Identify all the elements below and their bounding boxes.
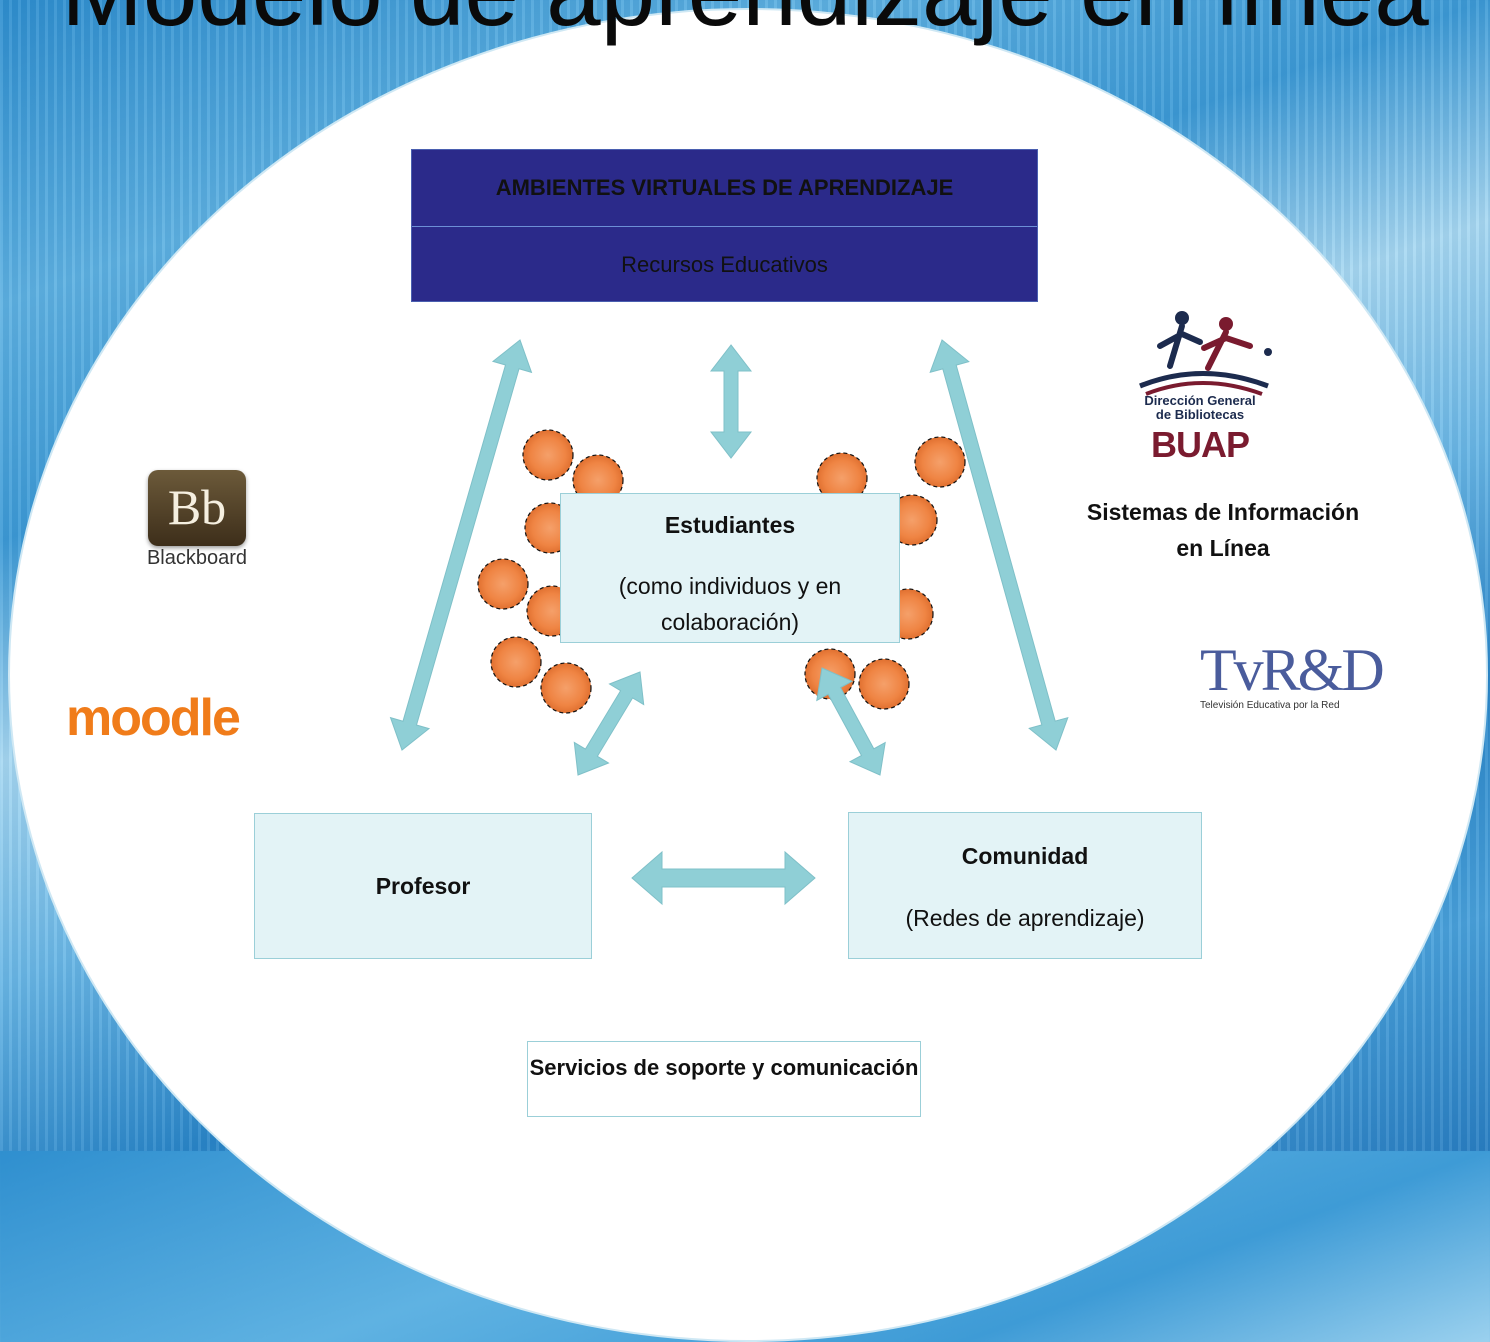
student-dot <box>816 452 868 504</box>
node-servicios: Servicios de soporte y comunicación <box>527 1041 921 1117</box>
student-dot <box>914 436 966 488</box>
diagram-overlay <box>389 339 1069 906</box>
student-dots <box>477 429 966 714</box>
page-title: Modelo de aprendizaje en línea <box>0 0 1490 40</box>
node-estudiantes-heading: Estudiantes <box>664 512 796 538</box>
buap-logo-text: Dirección General de Bibliotecas <box>1130 394 1270 422</box>
node-profesor: Profesor <box>254 813 592 959</box>
label-sistemas: Sistemas de Información en Línea <box>1086 499 1360 561</box>
connection-arrow <box>816 667 886 776</box>
student-dot <box>490 636 542 688</box>
blackboard-logo: Bb <box>148 470 246 546</box>
student-dot <box>572 454 624 506</box>
connection-arrow <box>631 850 816 906</box>
node-ambientes: AMBIENTES VIRTUALES DE APRENDIZAJE Recur… <box>411 149 1038 302</box>
node-estudiantes: Estudiantes (como individuos y en colabo… <box>560 493 900 643</box>
student-dot <box>477 558 529 610</box>
tvred-logo: TvR&D <box>1200 636 1385 705</box>
connection-arrow <box>389 339 533 751</box>
node-comunidad-heading: Comunidad <box>961 843 1089 869</box>
buap-logo-line2: de Bibliotecas <box>1155 407 1245 422</box>
connection-arrow <box>573 671 645 776</box>
buap-logo-line3: BUAP <box>1150 424 1250 465</box>
blackboard-logo-mark: Bb <box>167 479 227 535</box>
node-comunidad-description: (Redes de aprendizaje) <box>905 905 1145 931</box>
node-estudiantes-description: (como individuos y en colaboración) <box>618 573 842 635</box>
tvred-logo-mark: TvR&D <box>1200 637 1385 703</box>
blackboard-logo-name: Blackboard <box>146 547 248 569</box>
connection-arrows <box>389 339 1069 906</box>
node-ambientes-subtitle: Recursos Educativos <box>621 252 828 277</box>
buap-logo-figures <box>1139 311 1272 396</box>
node-ambientes-heading: AMBIENTES VIRTUALES DE APRENDIZAJE <box>412 150 1037 227</box>
student-dot <box>540 662 592 714</box>
moodle-logo-name: moodle <box>66 689 241 747</box>
node-comunidad: Comunidad (Redes de aprendizaje) <box>848 812 1202 959</box>
student-dot <box>522 429 574 481</box>
student-dot <box>858 658 910 710</box>
buap-logo-line1: Dirección General <box>1144 393 1256 408</box>
connection-arrow <box>929 339 1069 751</box>
connection-arrow <box>709 344 753 459</box>
moodle-logo: moodle <box>66 688 241 748</box>
node-servicios-heading: Servicios de soporte y comunicación <box>529 1055 919 1080</box>
tvred-logo-tagline: Televisión Educativa por la Red <box>1200 700 1340 711</box>
node-profesor-heading: Profesor <box>375 872 471 899</box>
